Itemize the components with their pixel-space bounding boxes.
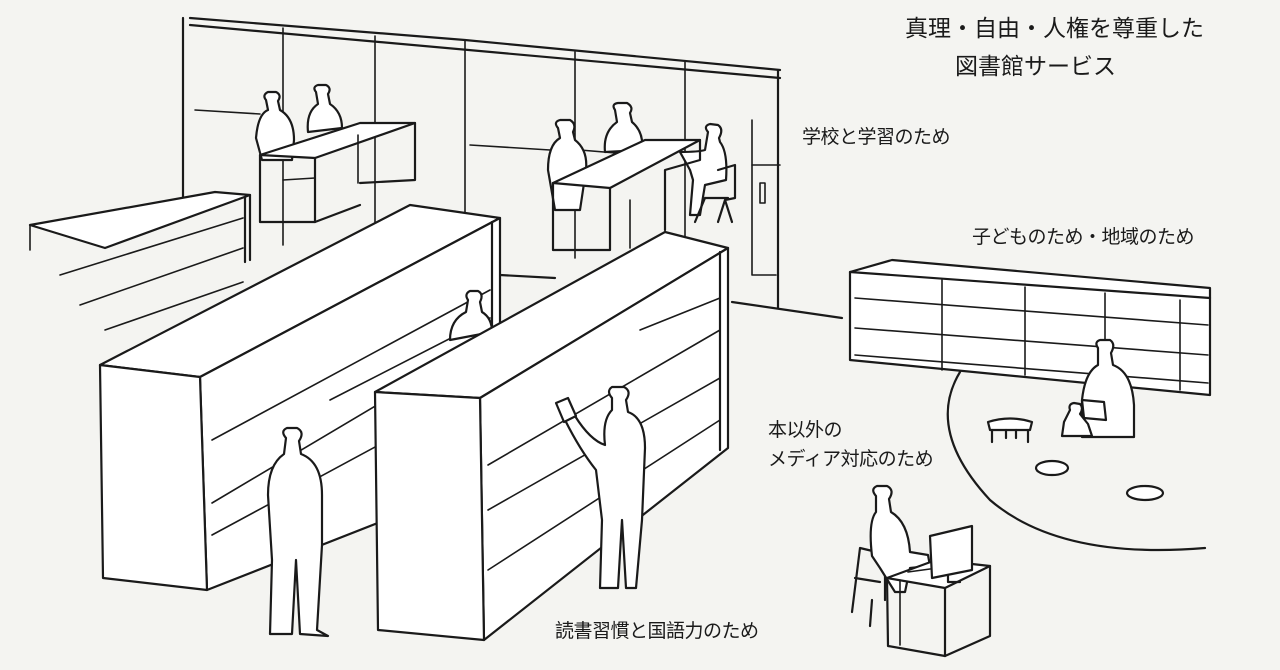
person-standing — [254, 90, 296, 162]
title-line-1: 真理・自由・人権を尊重した — [905, 16, 1204, 42]
person-standing — [306, 83, 344, 134]
person-standing — [603, 101, 644, 154]
label-reading: 読書習慣と国語力のため — [555, 620, 759, 642]
person-foreground — [266, 426, 330, 638]
person-aisle — [448, 289, 494, 342]
label-school: 学校と学習のため — [802, 126, 950, 148]
floor-line-left — [498, 273, 557, 280]
back-right-group — [546, 101, 737, 252]
child-stool — [986, 417, 1034, 444]
label-media-line-1: 本以外の — [768, 419, 842, 441]
back-left-group — [254, 83, 417, 224]
floor-cushion — [1034, 459, 1070, 477]
media-desk — [850, 484, 992, 658]
book-icon — [1080, 398, 1108, 422]
floor-cushion — [1125, 484, 1165, 502]
floor-line — [730, 300, 844, 320]
title-line-2: 図書館サービス — [955, 54, 1116, 80]
monitor-icon — [928, 524, 974, 580]
label-children-community: 子どものため・地域のため — [972, 226, 1194, 248]
bookshelf-back-left — [28, 190, 252, 331]
label-media-line-2: メディア対応のため — [768, 448, 933, 470]
childrens-shelf — [848, 258, 1212, 397]
person-seated — [678, 122, 728, 217]
person-standing — [546, 118, 588, 212]
book-icon — [554, 396, 578, 424]
person-reaching — [554, 385, 647, 590]
carpet-edge — [946, 370, 1207, 552]
seated-adult-child — [1060, 338, 1136, 439]
chair — [693, 163, 737, 224]
